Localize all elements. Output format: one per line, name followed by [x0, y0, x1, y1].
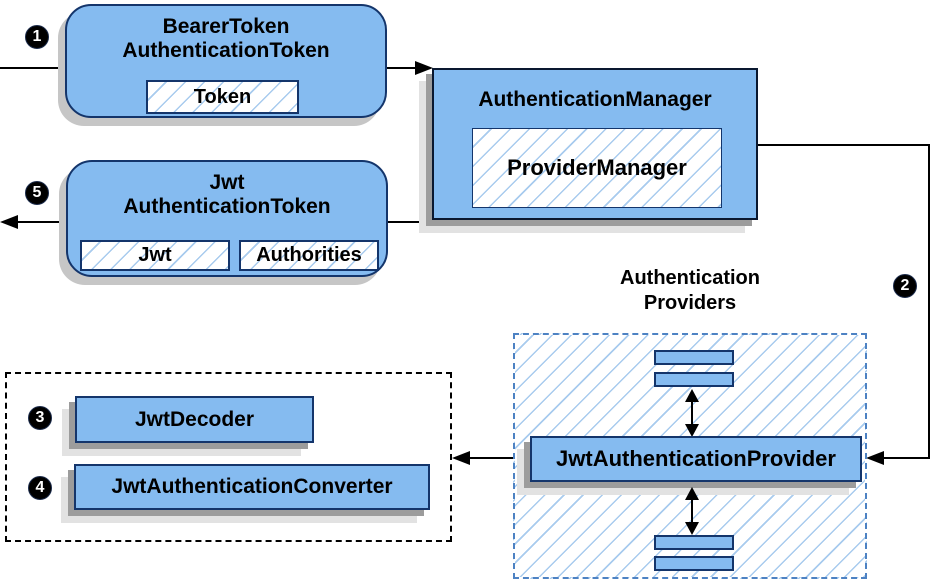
arrowhead-into-authentication-manager-icon	[415, 61, 433, 75]
bidirectional-arrow-icon	[685, 487, 699, 535]
node-jwt-authentication-converter: JwtAuthenticationConverter	[74, 464, 430, 510]
flow-line-step2-vertical	[928, 144, 930, 458]
providers-heading-line2: Providers	[643, 292, 737, 314]
providers-heading-line1: Authentication	[620, 267, 760, 289]
authorities-label: Authorities	[256, 244, 362, 266]
node-provider-manager: ProviderManager	[472, 128, 722, 208]
node-jwt: Jwt	[80, 240, 230, 271]
step-badge-1: 1	[25, 25, 49, 49]
node-token: Token	[146, 80, 299, 114]
step-badge-2: 2	[893, 274, 917, 298]
step-badge-5: 5	[25, 181, 49, 205]
provider-slot-bar	[654, 535, 734, 550]
bearer-token-title-line2: AuthenticationToken	[122, 39, 330, 62]
decoder-converter-region: JwtDecoder JwtAuthenticationConverter	[5, 372, 452, 542]
provider-slot-bar	[654, 556, 734, 571]
flow-line-manager-to-jwt-token	[388, 221, 432, 223]
jwt-decoder-label: JwtDecoder	[134, 407, 255, 431]
flow-line-step2-top	[757, 144, 930, 146]
flow-line-step2-bottom	[884, 457, 930, 459]
flow-line-provider-to-decoder	[468, 457, 513, 459]
node-authentication-manager: AuthenticationManager ProviderManager	[432, 68, 758, 220]
jwt-token-title-line2: AuthenticationToken	[123, 195, 331, 218]
bidirectional-arrow-icon	[685, 389, 699, 437]
arrowhead-into-decoder-group-icon	[452, 451, 470, 465]
flow-line-request-in	[0, 67, 65, 69]
node-bearer-token-authentication-token: BearerToken AuthenticationToken Token	[65, 4, 387, 118]
providers-heading: Authentication Providers	[565, 266, 815, 316]
node-jwt-authentication-token: Jwt AuthenticationToken Jwt Authorities	[66, 160, 388, 277]
node-jwt-decoder: JwtDecoder	[75, 396, 314, 443]
providers-region: JwtAuthenticationProvider	[513, 333, 867, 579]
arrowhead-into-providers-icon	[866, 451, 884, 465]
arrowhead-result-out-icon	[0, 215, 18, 229]
node-jwt-authentication-provider: JwtAuthenticationProvider	[530, 436, 862, 482]
jwt-authentication-provider-label: JwtAuthenticationProvider	[556, 446, 836, 471]
provider-manager-label: ProviderManager	[507, 155, 687, 180]
step-badge-4: 4	[28, 476, 52, 500]
jwt-token-title-line1: Jwt	[209, 171, 245, 194]
provider-slot-bar	[654, 372, 734, 387]
provider-slot-bar	[654, 350, 734, 365]
flow-line-bearer-to-manager	[387, 67, 417, 69]
authentication-manager-title: AuthenticationManager	[478, 88, 712, 111]
step-badge-3: 3	[28, 406, 52, 430]
flow-line-result-out	[14, 221, 66, 223]
jwt-label: Jwt	[138, 244, 172, 266]
jwt-authentication-converter-label: JwtAuthenticationConverter	[111, 475, 393, 498]
bearer-token-title-line1: BearerToken	[162, 15, 290, 38]
node-authorities: Authorities	[239, 240, 379, 271]
token-label: Token	[193, 85, 252, 108]
